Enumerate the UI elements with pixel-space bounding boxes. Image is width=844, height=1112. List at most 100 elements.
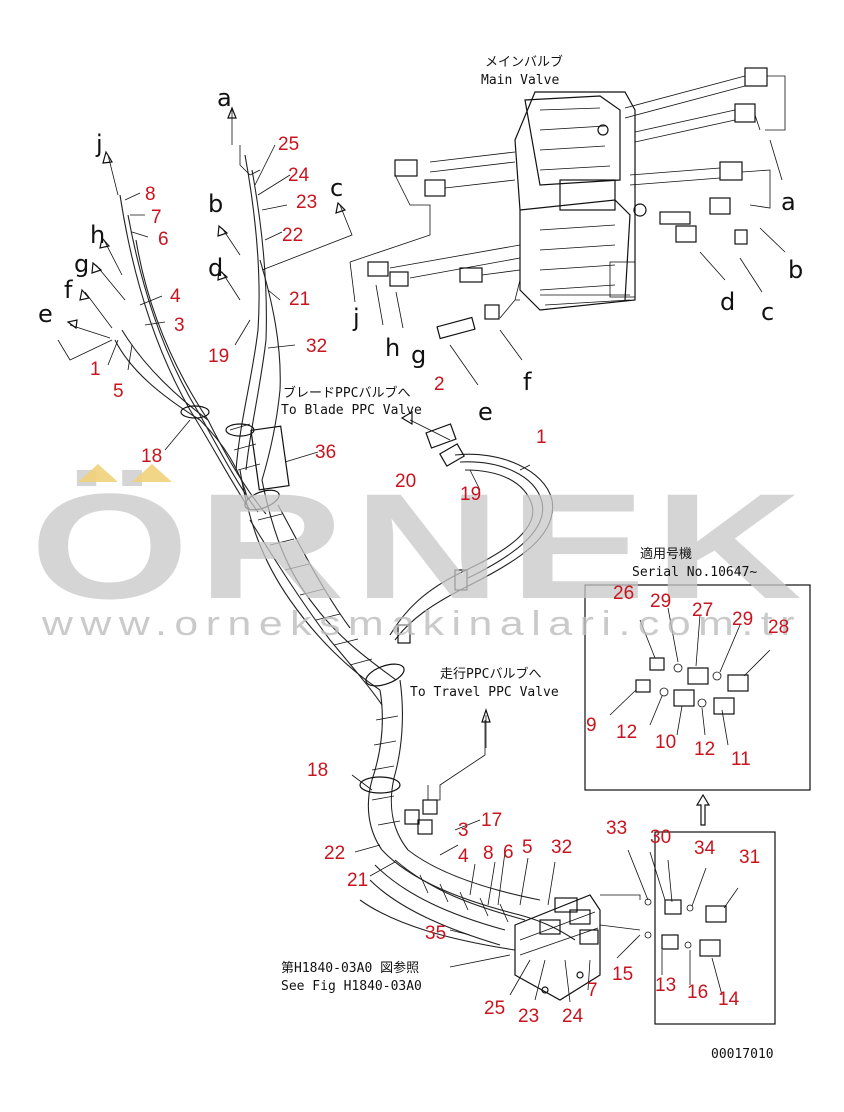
part-7-top: 7 [151,207,162,228]
part-32-top: 32 [306,336,327,357]
letter-a-right: a [781,188,796,216]
part-4-bot: 4 [458,846,469,867]
letter-c-right: c [761,298,774,326]
letter-j-left: j [95,130,103,158]
part-25-bot: 25 [484,998,505,1019]
main-valve-label-jp: メインバルブ [485,54,563,70]
part-18-bot: 18 [307,760,328,781]
serial-label-en: Serial No.10647~ [632,565,757,580]
part-25-top: 25 [278,134,299,155]
letter-e-left: e [38,300,53,328]
part-31: 31 [739,847,760,868]
part-28: 28 [768,617,789,638]
part-12a: 12 [616,722,637,743]
serial-label-jp: 適用号機 [640,546,692,562]
part-11: 11 [731,749,751,770]
part-23-top: 23 [296,192,317,213]
leader-lines [107,144,641,1003]
part-number-labels: 25 24 23 22 21 19 32 8 7 6 4 3 1 5 18 36… [90,134,789,1027]
part-26: 26 [613,583,634,604]
letter-d-right: d [720,288,735,316]
part-3-bot: 3 [458,820,469,841]
valve-connection-arrows [349,139,786,386]
blade-ppc-hoses [389,423,554,644]
part-5-bot: 5 [522,837,533,858]
watermark-brand: ÖRNEK [30,462,810,630]
letter-b-left: b [208,190,223,218]
letter-h-right: h [385,334,400,362]
part-29b: 29 [732,609,753,630]
part-9: 9 [586,715,597,736]
part-13: 13 [655,975,676,996]
part-3-top: 3 [174,315,185,336]
see-fig-label-jp: 第H1840-03A0 図参照 [281,960,419,976]
watermark: ÖRNEK www.orneksmakinalari.com.tr [30,462,810,643]
detail-box-serial [584,584,811,826]
main-valve-assembly [514,91,691,311]
part-35: 35 [425,923,446,944]
part-23-bot: 23 [518,1006,539,1027]
part-20-blade: 20 [395,471,416,492]
part-27: 27 [692,600,713,621]
part-19-blade: 19 [460,484,481,505]
part-2-blade: 2 [434,374,445,395]
part-14: 14 [718,989,740,1010]
watermark-url: www.orneksmakinalari.com.tr [41,605,802,643]
part-24-top: 24 [288,165,310,186]
letter-h-left: h [90,221,105,249]
letter-f-right: f [523,368,532,396]
part-1-blade: 1 [536,427,547,448]
drawing-number: 00017010 [711,1047,774,1062]
letter-d-left: d [208,254,223,282]
watermark-diacritic [78,464,172,482]
part-22-bot: 22 [324,843,345,864]
connection-letter-labels: a j h g f e b d c a b d c j h g f e [38,84,803,426]
part-6-top: 6 [158,229,169,250]
main-valve-label-en: Main Valve [481,73,559,88]
letter-b-right: b [788,256,803,284]
letter-g-right: g [411,341,426,369]
blade-ppc-label-en: To Blade PPC Valve [281,403,422,418]
travel-ppc-label-jp: 走行PPCバルブへ [440,666,541,682]
part-18-top: 18 [141,446,162,467]
part-36: 36 [315,442,336,463]
see-fig-label-en: See Fig H1840-03A0 [281,979,422,994]
part-4-top: 4 [170,286,181,307]
part-21-top: 21 [289,289,310,310]
letter-c-left: c [330,174,343,202]
letter-e-right: e [478,398,493,426]
part-12b: 12 [694,739,715,760]
blade-ppc-label-jp: ブレードPPCバルブへ [283,385,410,401]
part-22-top: 22 [282,225,303,246]
part-8-top: 8 [145,184,156,205]
letter-f-left: f [64,276,73,304]
part-1-top: 1 [90,359,101,380]
valve-fittings [349,67,786,340]
part-21-bot: 21 [347,870,368,891]
annotations: メインバルブ Main Valve ブレードPPCバルブへ To Blade P… [281,54,774,1062]
part-16: 16 [687,982,708,1003]
part-17: 17 [481,810,502,831]
part-5-top: 5 [113,381,124,402]
part-29a: 29 [650,591,671,612]
part-24-bot: 24 [562,1006,584,1027]
part-30: 30 [650,827,671,848]
travel-ppc-label-en: To Travel PPC Valve [410,685,559,700]
part-34: 34 [694,838,716,859]
part-32-bot: 32 [551,837,572,858]
letter-g-left: g [74,250,89,278]
part-8-bot: 8 [483,843,494,864]
letter-arrows [57,106,491,748]
detail-box-bottom [627,831,776,1025]
part-33: 33 [606,818,627,839]
part-10: 10 [655,732,676,753]
letter-a-left: a [217,84,232,112]
bottom-valve-block [404,720,641,1001]
part-19-top: 19 [208,346,229,367]
hose-bundle [114,154,576,951]
part-15: 15 [612,964,633,985]
letter-j-right: j [352,304,360,332]
part-7-bot: 7 [587,980,598,1001]
part-6-bot: 6 [503,842,514,863]
